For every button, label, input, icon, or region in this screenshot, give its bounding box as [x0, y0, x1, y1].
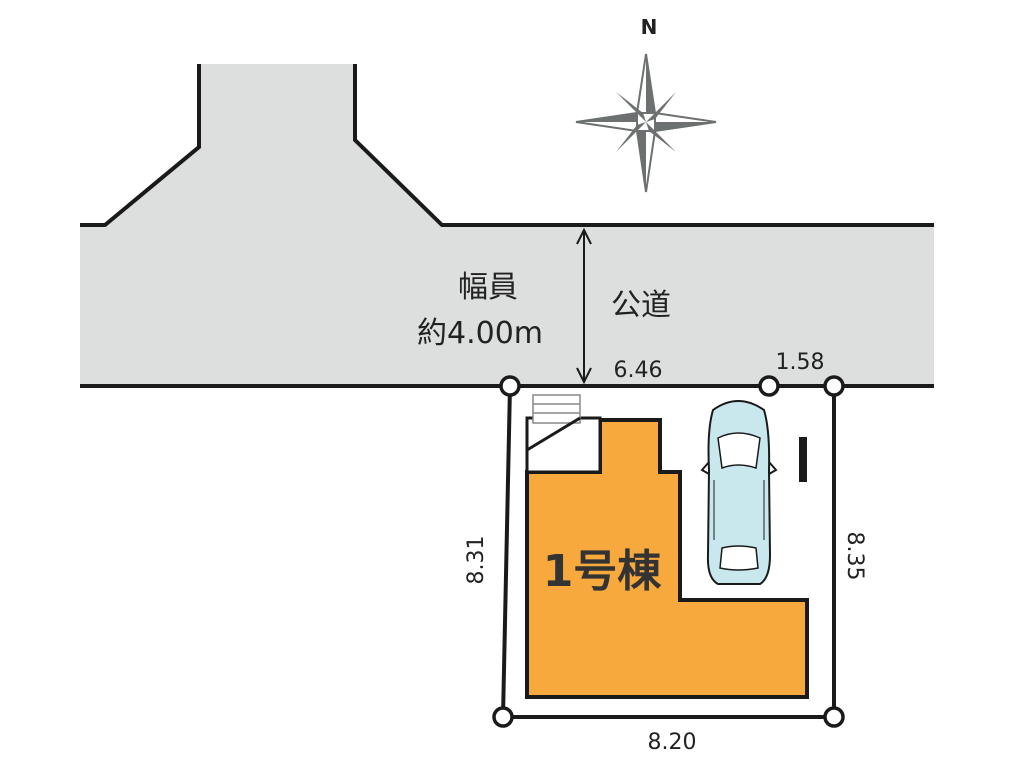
- boundary-marker: [499, 375, 521, 397]
- boundary-markers: [492, 375, 845, 728]
- frontage-dimension: 6.46: [614, 358, 663, 383]
- frontage-extra-dimension: 1.58: [776, 350, 825, 375]
- building-label: 1号棟: [543, 546, 663, 597]
- boundary-marker: [758, 375, 780, 397]
- parking-car-icon: [700, 400, 778, 585]
- boundary-marker: [823, 375, 845, 397]
- right-dimension: 8.35: [842, 532, 867, 581]
- compass-rose-icon: [575, 53, 717, 193]
- utility-box: [799, 437, 807, 482]
- entrance-steps: [525, 394, 602, 474]
- boundary-marker: [492, 706, 514, 728]
- left-dimension: 8.31: [464, 536, 489, 585]
- rear-dimension: 8.20: [648, 730, 697, 755]
- road-width-value: 約4.00m: [417, 316, 543, 351]
- road-type-label: 公道: [611, 288, 671, 323]
- road-width-arrow: [576, 227, 592, 385]
- boundary-marker: [823, 706, 845, 728]
- road-edge-north: [80, 64, 934, 227]
- compass-north-label: N: [641, 15, 658, 39]
- road-width-label: 幅員: [458, 270, 518, 305]
